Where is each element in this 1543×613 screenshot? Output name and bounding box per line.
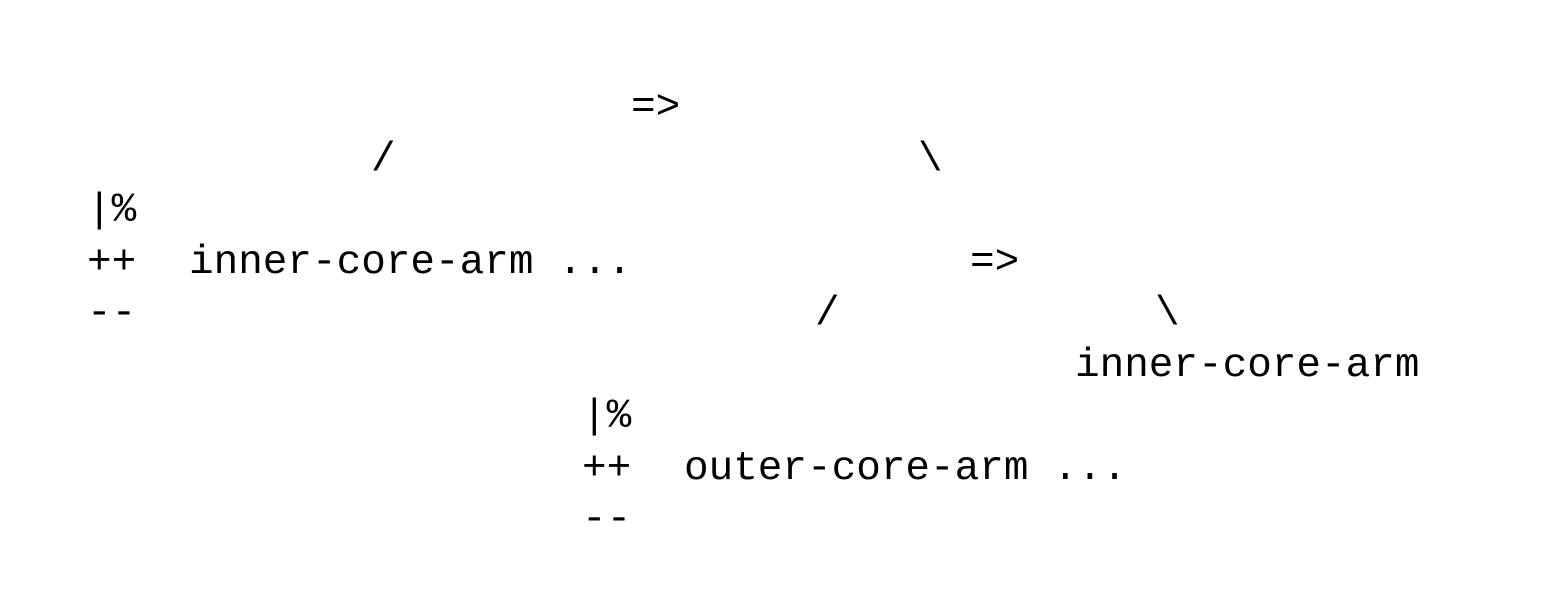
root-left-edge: / xyxy=(371,137,396,183)
inner-rune-minusminus: -- xyxy=(582,497,632,543)
right-operator: => xyxy=(970,240,1020,286)
right-leaf-label: inner-core-arm xyxy=(1075,343,1420,389)
inner-rune-plusplus: ++ xyxy=(582,446,632,492)
inner-rune-bar-percent: |% xyxy=(582,394,632,440)
left-rune-minusminus: -- xyxy=(87,291,137,337)
right-left-edge: / xyxy=(815,291,840,337)
outer-arm-label: outer-core-arm ... xyxy=(684,446,1127,492)
left-rune-bar-percent: |% xyxy=(87,188,137,234)
left-arm-label: inner-core-arm ... xyxy=(189,240,632,286)
root-operator: => xyxy=(631,85,681,131)
right-right-edge: \ xyxy=(1155,291,1180,337)
left-rune-plusplus: ++ xyxy=(87,240,137,286)
root-right-edge: \ xyxy=(918,137,943,183)
